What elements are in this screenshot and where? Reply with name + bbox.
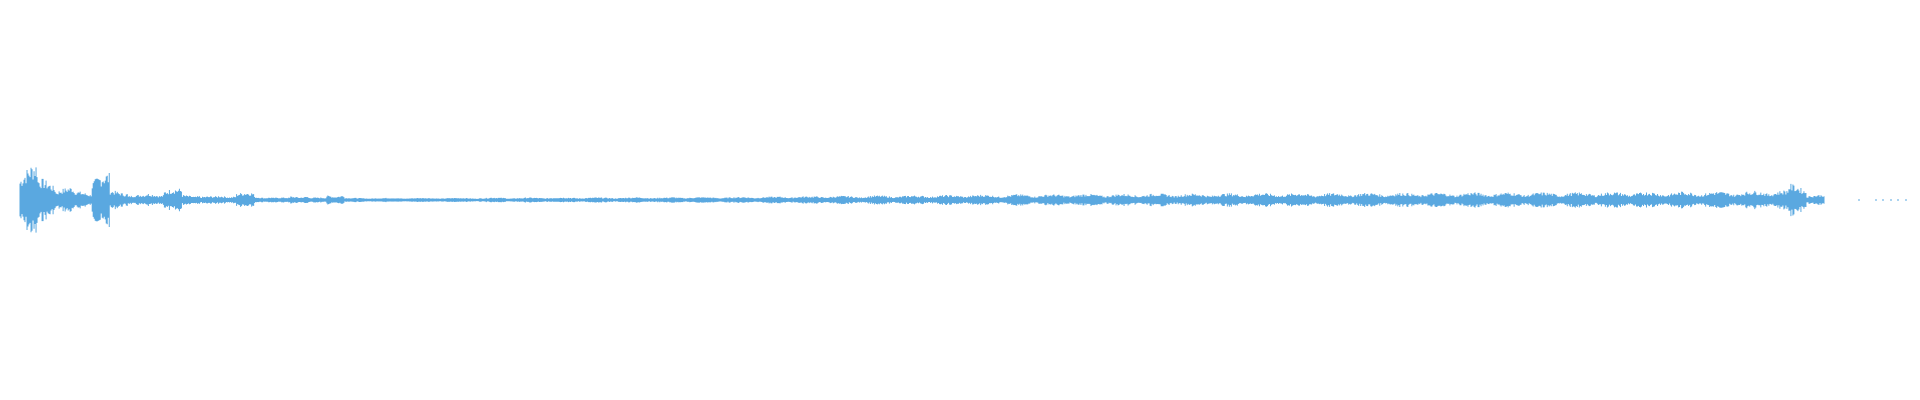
waveform-tail-dot <box>1875 199 1877 201</box>
waveform-tail-dot <box>1882 199 1884 201</box>
waveform-tail-dot <box>1905 199 1907 201</box>
waveform-tail-dot <box>1897 199 1899 201</box>
waveform-tail-dot <box>1890 199 1892 201</box>
waveform-signal <box>19 167 1825 233</box>
waveform-tail-dot <box>1858 199 1860 201</box>
